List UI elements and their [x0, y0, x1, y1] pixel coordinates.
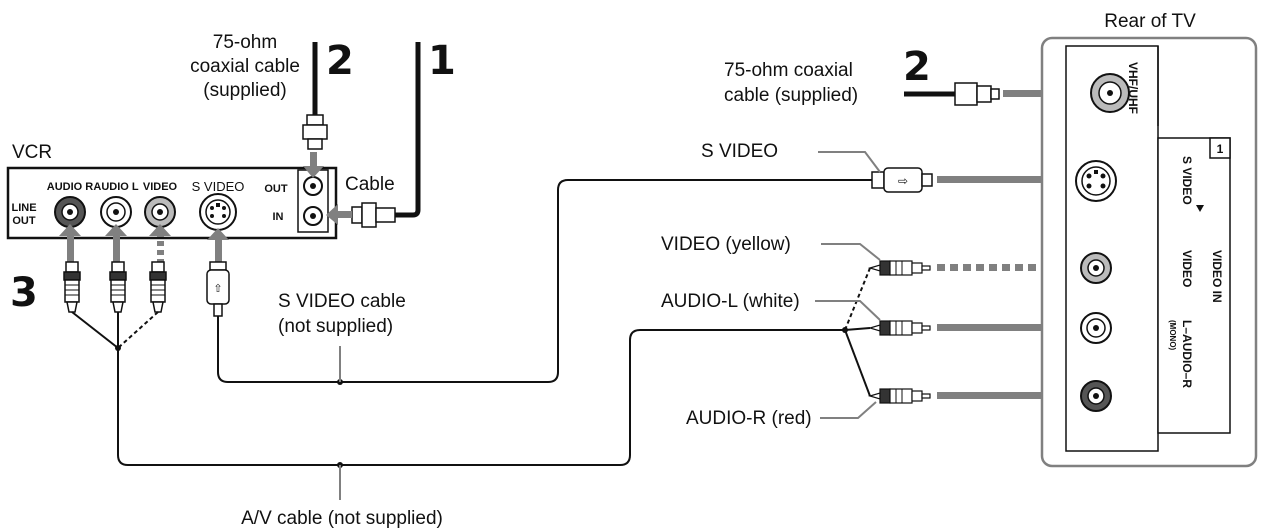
- tv-video-in-label: VIDEO IN: [1210, 250, 1224, 303]
- vcr-out-label: OUT: [12, 215, 36, 227]
- tv-svideo-label: S VIDEO: [1180, 156, 1194, 205]
- rca-plug-icon: [63, 261, 81, 313]
- vcr-svideo-label: S VIDEO: [192, 179, 245, 194]
- coax-jack-icon: [1090, 73, 1130, 113]
- arrow-icon: [326, 204, 352, 225]
- coax-jack-icon: [303, 176, 323, 196]
- coax-left-label-1: 75-ohm: [213, 32, 277, 53]
- tv-box-number: 1: [1217, 142, 1224, 156]
- vcr-audio-l-label: AUDIO L: [93, 181, 139, 193]
- callout-line: [820, 401, 877, 419]
- s-video-cable-label-2: (not supplied): [278, 316, 393, 337]
- s-video-plug-icon: ⇨: [871, 167, 933, 193]
- coax-connector-cable-in: [351, 202, 396, 228]
- rca-plug-icon: [869, 320, 931, 336]
- rear-of-tv-label: Rear of TV: [1104, 11, 1196, 32]
- vcr-in-ant-label: IN: [273, 211, 284, 223]
- vcr-label: VCR: [12, 142, 52, 163]
- callout-s-video: S VIDEO: [701, 141, 778, 162]
- coax-f-connector-icon: [954, 82, 1000, 106]
- rca-jack-icon: [54, 196, 86, 228]
- tv-vhf-uhf-label: VHF/UHF: [1126, 62, 1140, 114]
- av-cable-label: A/V cable (not supplied): [241, 508, 443, 529]
- svg-text:⇨: ⇨: [898, 174, 908, 188]
- rca-jack-icon: [1080, 252, 1112, 284]
- svg-text:⇧: ⇧: [213, 283, 222, 295]
- arrow-icon: [303, 152, 324, 178]
- av-cable: [71, 267, 871, 466]
- tv-audio-label: L–AUDIO–R: [1180, 320, 1194, 388]
- cable-label: Cable: [345, 174, 395, 195]
- callout-line: [818, 151, 881, 173]
- s-video-jack-icon: [199, 193, 237, 231]
- triangle-icon: [1196, 205, 1204, 212]
- callout-line: [821, 243, 881, 261]
- coax-cable-left: [302, 42, 328, 150]
- step-2-right: 2: [903, 44, 931, 90]
- rca-jack-icon: [1080, 312, 1112, 344]
- coax-jack-icon: [303, 206, 323, 226]
- callout-audio-l: AUDIO-L (white): [661, 291, 800, 312]
- coax-left-label-2: coaxial cable: [190, 56, 300, 77]
- cable-line-in: [395, 42, 421, 218]
- s-video-cable-label-1: S VIDEO cable: [278, 291, 406, 312]
- callout-audio-r: AUDIO-R (red): [686, 408, 812, 429]
- step-2-left: 2: [326, 38, 354, 84]
- step-3: 3: [10, 270, 38, 316]
- arrow-icon: [59, 224, 81, 262]
- tv-video-label: VIDEO: [1180, 250, 1194, 287]
- s-video-plug-icon: ⇧: [206, 261, 230, 317]
- rca-jack-icon: [1080, 380, 1112, 412]
- callout-line: [815, 300, 881, 321]
- vcr-out-ant-label: OUT: [264, 183, 288, 195]
- s-video-jack-icon: [1075, 160, 1117, 202]
- coax-right-label-2: cable (supplied): [724, 85, 858, 106]
- coax-left-label-3: (supplied): [203, 80, 286, 101]
- rca-plug-icon: [109, 261, 127, 313]
- callout-video-yellow: VIDEO (yellow): [661, 234, 791, 255]
- arrow-icon: [207, 228, 229, 262]
- rca-plug-icon: [149, 261, 167, 313]
- vcr-audio-r-label: AUDIO R: [47, 181, 94, 193]
- rca-jack-icon: [144, 196, 176, 228]
- step-1: 1: [428, 38, 456, 84]
- tv-mono-label: (MONO): [1168, 320, 1177, 351]
- rca-jack-icon: [100, 196, 132, 228]
- tv-label-box: [1157, 137, 1231, 434]
- vcr-video-label: VIDEO: [143, 181, 178, 193]
- s-video-cable: [217, 179, 872, 383]
- coax-right-label-1: 75-ohm coaxial: [724, 60, 853, 81]
- rca-plug-icon: [869, 260, 931, 276]
- rca-plug-icon: [869, 388, 931, 404]
- vcr-line-label: LINE: [11, 202, 36, 214]
- arrow-icon: [105, 224, 127, 262]
